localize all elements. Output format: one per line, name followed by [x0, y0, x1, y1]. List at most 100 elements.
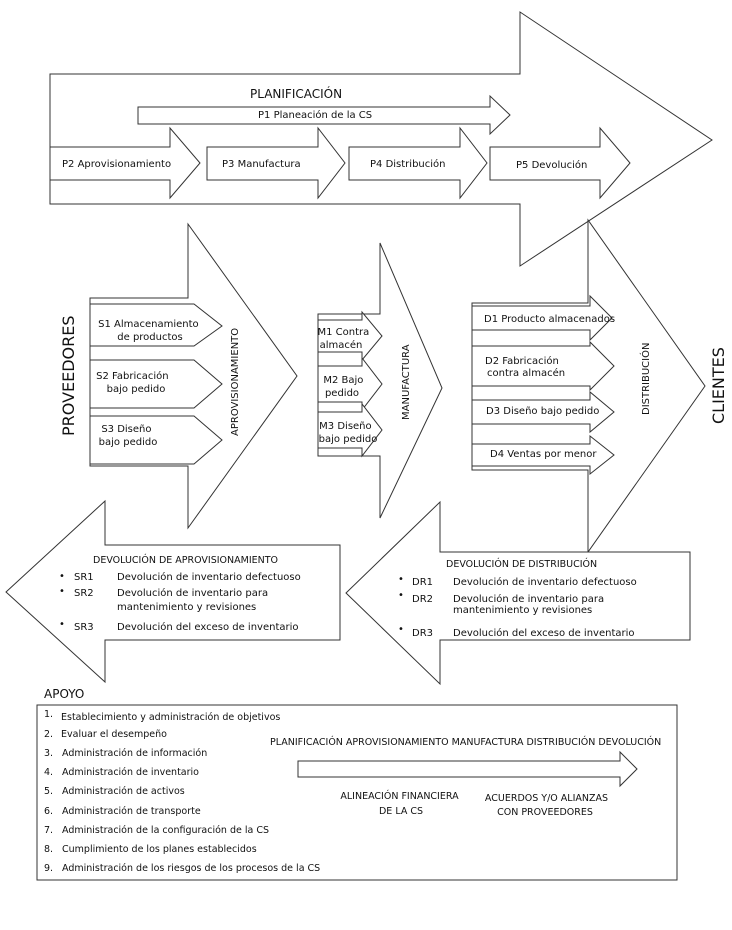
- support-box: [36, 704, 678, 881]
- m2-arrow: [317, 356, 383, 412]
- d4-label: D4 Ventas por menor: [490, 449, 597, 460]
- svg-text:Administración de información: Administración de información: [62, 748, 207, 759]
- svg-text:DR2: DR2: [412, 594, 433, 605]
- svg-text:Administración de activos: Administración de activos: [62, 786, 185, 797]
- p5-label: P5 Devolución: [516, 159, 587, 171]
- d3-arrow: [471, 390, 615, 434]
- suppliers-label: PROVEEDORES: [59, 315, 78, 436]
- m3-label: M3 Diseño bajo pedido: [319, 421, 378, 445]
- svg-text:Administración de la configura: Administración de la configuración de la…: [62, 825, 269, 836]
- svg-text:5.: 5.: [44, 786, 53, 797]
- sourcing-arrow: S1 Almacenamiento de productos S2 Fabric…: [89, 222, 298, 530]
- d1-label: D1 Producto almacenados: [484, 314, 615, 325]
- support-processes: PLANIFICACIÓN APROVISIONAMIENTO MANUFACT…: [270, 736, 661, 748]
- svg-text:mantenimiento y revisiones: mantenimiento y revisiones: [117, 602, 256, 613]
- svg-text:Devolución de inventario para: Devolución de inventario para: [453, 593, 604, 605]
- p4-label: P4 Distribución: [370, 158, 446, 170]
- d1-arrow: [471, 294, 613, 342]
- s3-label: S3 Diseño bajo pedido: [99, 424, 158, 448]
- p2-arrow: [49, 126, 201, 200]
- support-item: 1. Establecimiento y administración de o…: [44, 709, 280, 723]
- supplier-agreements: ACUERDOS Y/O ALIANZAS CON PROVEEDORES: [485, 793, 611, 818]
- s1-arrow: [89, 303, 223, 347]
- svg-text:SR3: SR3: [74, 622, 94, 633]
- support-section: APOYO 1. Establecimiento y administració…: [36, 687, 678, 881]
- support-item: 9. Administración de los riesgos de los …: [44, 863, 320, 874]
- s2-arrow: [89, 359, 223, 409]
- deliver-return-title: DEVOLUCIÓN DE DISTRIBUCIÓN: [446, 558, 597, 570]
- m2-label: M2 Bajo pedido: [323, 375, 366, 399]
- deliver-return-item: • DR3 Devolución del exceso de inventari…: [398, 624, 635, 639]
- svg-text:7.: 7.: [44, 825, 53, 836]
- deliver-arrow: D1 Producto almacenados D2 Fabricación c…: [471, 218, 706, 554]
- svg-text:SR1: SR1: [74, 572, 94, 583]
- source-return-item: • SR3 Devolución del exceso de inventari…: [59, 619, 299, 633]
- m1-arrow: [317, 310, 383, 362]
- svg-text:Administración de los riesgos: Administración de los riesgos de los pro…: [62, 863, 320, 874]
- svg-text:DR3: DR3: [412, 628, 433, 639]
- svg-text:Evaluar el desempeño: Evaluar el desempeño: [61, 729, 167, 740]
- support-item: 8. Cumplimiento de los planes establecid…: [44, 844, 257, 855]
- p3-label: P3 Manufactura: [222, 159, 301, 170]
- support-item: 4. Administración de inventario: [44, 767, 199, 778]
- make-arrow: M1 Contra almacén M2 Bajo pedido M3 Dise…: [317, 242, 443, 519]
- p1-arrow: [137, 94, 511, 136]
- deliver-return-item: • DR2 Devolución de inventario para mant…: [398, 590, 604, 616]
- svg-text:9.: 9.: [44, 863, 53, 874]
- svg-text:8.: 8.: [44, 844, 53, 855]
- deliver-return-item: • DR1 Devolución de inventario defectuos…: [398, 574, 637, 588]
- svg-text:4.: 4.: [44, 767, 53, 778]
- p5-arrow: [489, 126, 631, 200]
- source-return-title: DEVOLUCIÓN DE APROVISIONAMIENTO: [93, 554, 278, 566]
- svg-text:2.: 2.: [44, 729, 53, 740]
- svg-text:•: •: [59, 586, 65, 597]
- planning-title: PLANIFICACIÓN: [250, 86, 342, 101]
- svg-text:•: •: [59, 619, 65, 630]
- customers-label: CLIENTES: [709, 347, 728, 424]
- source-return-item: • SR2 Devolución de inventario para mant…: [59, 586, 268, 613]
- p3-arrow: [206, 126, 346, 200]
- svg-text:•: •: [59, 571, 65, 582]
- deliver-title: DISTRIBUCIÓN: [639, 343, 652, 415]
- support-title: APOYO: [44, 687, 84, 701]
- svg-text:6.: 6.: [44, 806, 53, 817]
- p4-arrow: [348, 126, 488, 200]
- d2-label: D2 Fabricación contra almacén: [485, 355, 565, 379]
- s1-label: S1 Almacenamiento de productos: [98, 319, 202, 343]
- support-item: 7. Administración de la configuración de…: [44, 825, 269, 836]
- p2-label: P2 Aprovisionamiento: [62, 159, 171, 170]
- support-item: 3. Administración de información: [44, 748, 207, 759]
- svg-text:Devolución de inventario defec: Devolución de inventario defectuoso: [453, 576, 637, 588]
- source-return-shape: [5, 499, 341, 684]
- support-item: 5. Administración de activos: [44, 786, 185, 797]
- d4-arrow: [471, 434, 615, 476]
- m1-label: M1 Contra almacén: [318, 327, 373, 351]
- svg-text:Devolución del exceso de inven: Devolución del exceso de inventario: [117, 621, 299, 633]
- svg-text:1.: 1.: [44, 709, 53, 720]
- svg-text:•: •: [398, 624, 404, 635]
- svg-text:•: •: [398, 574, 404, 585]
- support-arrow: [297, 750, 638, 788]
- svg-text:•: •: [398, 590, 404, 601]
- svg-text:Devolución de inventario para: Devolución de inventario para: [117, 587, 268, 599]
- svg-text:Devolución de inventario defec: Devolución de inventario defectuoso: [117, 571, 301, 583]
- deliver-return-arrow: DEVOLUCIÓN DE DISTRIBUCIÓN • DR1 Devoluc…: [345, 500, 691, 686]
- planning-arrow: PLANIFICACIÓN P1 Planeación de la CS P2 …: [49, 11, 713, 267]
- svg-text:DR1: DR1: [412, 577, 433, 588]
- svg-text:mantenimiento y revisiones: mantenimiento y revisiones: [453, 605, 592, 616]
- source-return-arrow: DEVOLUCIÓN DE APROVISIONAMIENTO • SR1 De…: [5, 499, 341, 684]
- make-title: MANUFACTURA: [401, 344, 412, 420]
- make-arrow-shape: [317, 242, 443, 519]
- svg-text:3.: 3.: [44, 748, 53, 759]
- svg-text:Administración de inventario: Administración de inventario: [62, 767, 199, 778]
- s3-arrow: [89, 415, 223, 465]
- support-item: 6. Administración de transporte: [44, 806, 201, 817]
- m3-arrow: [317, 402, 383, 458]
- d2-arrow: [471, 340, 615, 392]
- s2-label: S2 Fabricación bajo pedido: [96, 370, 172, 395]
- svg-text:Administración de transporte: Administración de transporte: [62, 806, 201, 817]
- p1-label: P1 Planeación de la CS: [258, 109, 372, 121]
- svg-text:Cumplimiento de los planes est: Cumplimiento de los planes establecidos: [62, 844, 257, 855]
- d3-label: D3 Diseño bajo pedido: [486, 406, 599, 417]
